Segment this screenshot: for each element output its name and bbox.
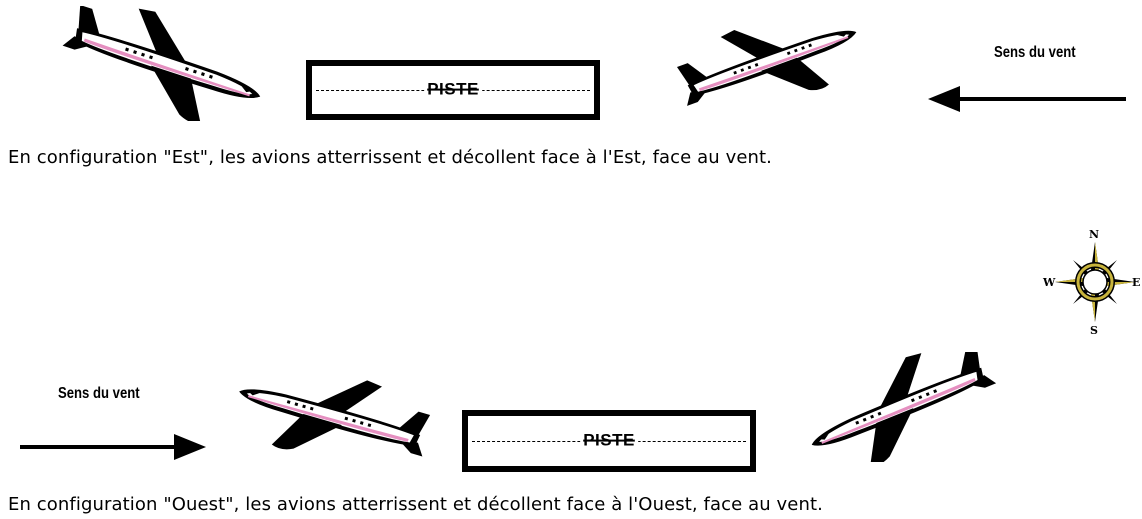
compass-west: W bbox=[1043, 276, 1056, 289]
runway: PISTE bbox=[306, 60, 600, 120]
airplane-icon bbox=[670, 14, 870, 109]
airplane-icon bbox=[232, 366, 432, 466]
caption-est: En configuration "Est", les avions atter… bbox=[8, 147, 773, 168]
compass-south: S bbox=[1090, 324, 1098, 337]
wind-arrow-icon bbox=[20, 434, 206, 460]
compass-east: E bbox=[1132, 276, 1141, 289]
runway-label: PISTE bbox=[424, 79, 482, 100]
compass-rose-icon bbox=[1055, 242, 1135, 322]
airplane-icon bbox=[800, 352, 1000, 462]
wind-label: Sens du vent bbox=[994, 44, 1076, 61]
runway: PISTE bbox=[462, 410, 756, 472]
compass-north: N bbox=[1089, 228, 1100, 241]
runway-label: PISTE bbox=[580, 430, 638, 451]
airplane-icon bbox=[60, 6, 270, 121]
wind-label: Sens du vent bbox=[58, 385, 140, 402]
wind-arrow-icon bbox=[928, 86, 1126, 112]
caption-ouest: En configuration "Ouest", les avions att… bbox=[8, 494, 823, 515]
